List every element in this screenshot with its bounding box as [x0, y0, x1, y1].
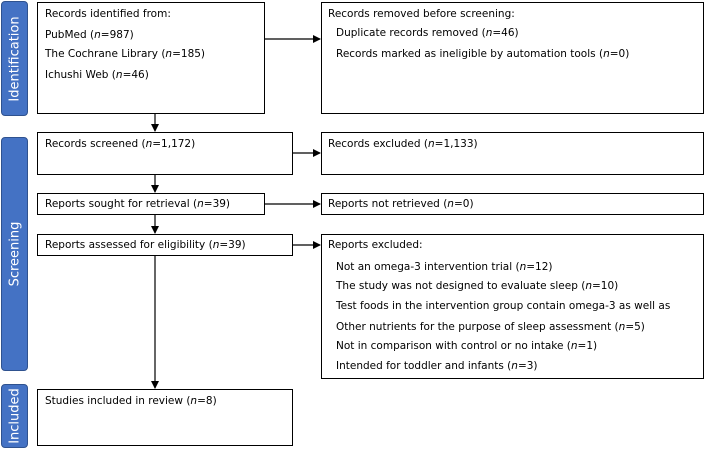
duplicate-records-removed: Duplicate records removed (n=46) — [336, 27, 519, 39]
records-screened-text: Records screened (n=1,172) — [45, 138, 196, 150]
phase-screening: Screening — [1, 137, 28, 371]
exclusion-reason-4: Not in comparison with control or no int… — [336, 340, 598, 352]
exclusion-reason-3a: Test foods in the intervention group con… — [336, 300, 671, 312]
records-excluded-box: Records excluded (n=1,133) — [321, 132, 704, 175]
source-cochrane: The Cochrane Library (n=185) — [45, 48, 206, 60]
reports-excluded-heading: Reports excluded: — [328, 239, 423, 251]
records-identified-heading: Records identified from: — [45, 8, 171, 20]
reports-assessed-text: Reports assessed for eligibility (n=39) — [45, 239, 246, 251]
reports-not-retrieved-box: Reports not retrieved (n=0) — [321, 193, 704, 215]
records-excluded-text: Records excluded (n=1,133) — [328, 138, 478, 150]
exclusion-reason-3b: Other nutrients for the purpose of sleep… — [336, 321, 645, 333]
phase-identification: Identification — [1, 1, 28, 116]
records-screened-box: Records screened (n=1,172) — [37, 132, 293, 175]
reports-excluded-box: Reports excluded: Not an omega-3 interve… — [321, 234, 704, 379]
records-identified-box: Records identified from: PubMed (n=987) … — [37, 2, 265, 114]
records-removed-heading: Records removed before screening: — [328, 8, 515, 20]
studies-included-text: Studies included in review (n=8) — [45, 395, 217, 407]
reports-assessed-box: Reports assessed for eligibility (n=39) — [37, 234, 293, 256]
reports-sought-text: Reports sought for retrieval (n=39) — [45, 198, 231, 210]
reports-sought-box: Reports sought for retrieval (n=39) — [37, 193, 265, 215]
phase-included: Included — [1, 384, 28, 448]
exclusion-reason-1: Not an omega-3 intervention trial (n=12) — [336, 261, 553, 273]
studies-included-box: Studies included in review (n=8) — [37, 389, 293, 446]
source-pubmed: PubMed (n=987) — [45, 29, 134, 41]
automation-ineligible: Records marked as ineligible by automati… — [336, 48, 630, 60]
source-ichushi: Ichushi Web (n=46) — [45, 69, 149, 81]
records-removed-box: Records removed before screening: Duplic… — [321, 2, 704, 114]
exclusion-reason-2: The study was not designed to evaluate s… — [336, 280, 619, 292]
reports-not-retrieved-text: Reports not retrieved (n=0) — [328, 198, 474, 210]
exclusion-reason-5: Intended for toddler and infants (n=3) — [336, 360, 538, 372]
